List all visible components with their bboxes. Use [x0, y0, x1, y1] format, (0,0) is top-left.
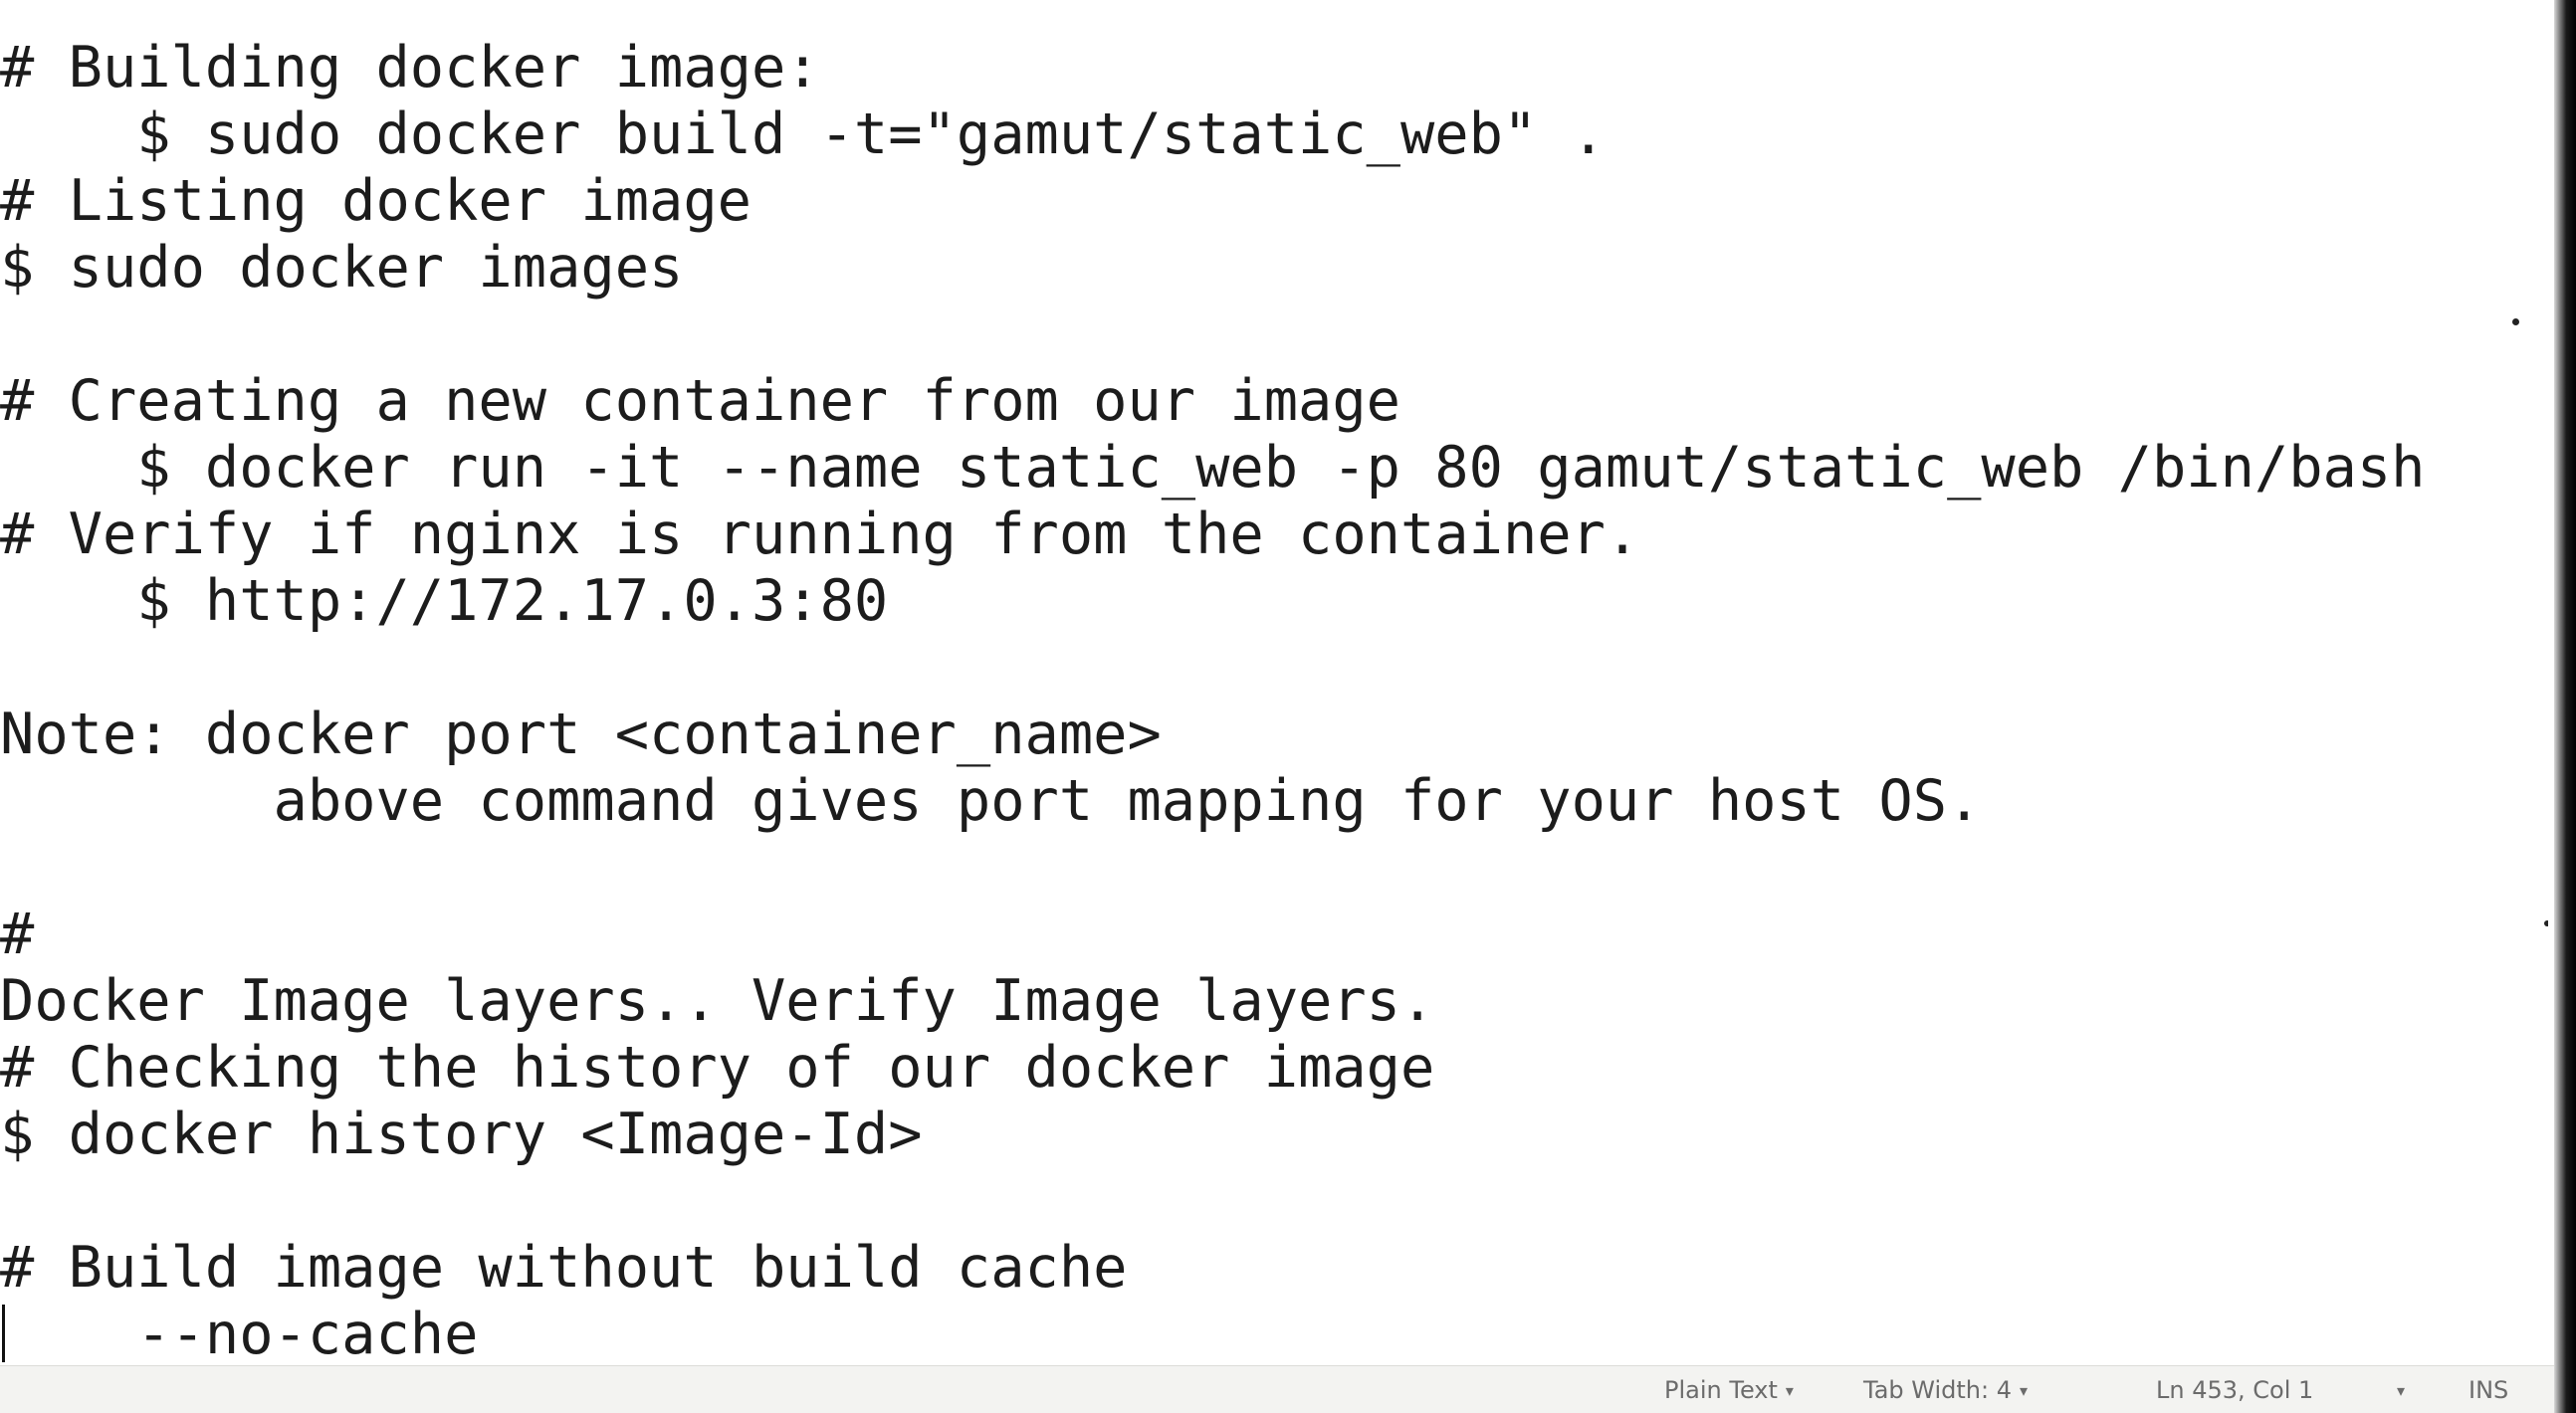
cursor-position: Ln 453, Col 1 [2156, 1376, 2314, 1404]
speck-dot [2512, 318, 2519, 325]
chevron-down-icon: ▾ [1785, 1381, 1794, 1400]
editor-line-7[interactable]: $ docker run -it --name static_web -p 80… [0, 435, 2426, 501]
editor-line-4[interactable]: $ sudo docker images [0, 235, 684, 301]
chevron-down-icon[interactable]: ▾ [2397, 1381, 2406, 1400]
editor-line-19[interactable]: # Build image without build cache [0, 1235, 1128, 1301]
editor-line-17[interactable]: $ docker history <Image-Id> [0, 1102, 923, 1167]
editor-line-11[interactable]: Note: docker port <container_name> [0, 702, 1162, 767]
editor-line-12[interactable]: above command gives port mapping for you… [0, 768, 1982, 834]
editor-line-6[interactable]: # Creating a new container from our imag… [0, 368, 1400, 434]
language-label: Plain Text [1664, 1376, 1778, 1404]
text-cursor [2, 1305, 5, 1362]
editor-line-16[interactable]: # Checking the history of our docker ima… [0, 1035, 1435, 1101]
tab-width-label: Tab Width: 4 [1863, 1376, 2012, 1404]
status-bar: Plain Text▾ Tab Width: 4▾ Ln 453, Col 1 … [0, 1365, 2554, 1413]
editor-line-15[interactable]: Docker Image layers.. Verify Image layer… [0, 968, 1435, 1034]
editor-line-1[interactable]: # Building docker image: [0, 35, 820, 101]
editor-line-2[interactable]: $ sudo docker build -t="gamut/static_web… [0, 101, 1606, 167]
window-edge [2554, 0, 2576, 1413]
speck-dot [2544, 920, 2548, 926]
language-selector[interactable]: Plain Text ▾ [1664, 1376, 1794, 1405]
editor-line-20[interactable]: --no-cache [0, 1302, 479, 1365]
editor-line-9[interactable]: $ http://172.17.0.3:80 [0, 568, 889, 634]
editor-line-14[interactable]: # [0, 902, 35, 967]
text-editor-area[interactable]: # Building docker image: $ sudo docker b… [0, 0, 2548, 1365]
editor-line-8[interactable]: # Verify if nginx is running from the co… [0, 502, 1640, 567]
tab-width-selector[interactable]: Tab Width: 4 ▾ [1863, 1376, 2028, 1405]
chevron-down-icon: ▾ [2019, 1381, 2028, 1400]
insert-mode-indicator[interactable]: INS [2469, 1376, 2509, 1404]
editor-line-3[interactable]: # Listing docker image [0, 168, 751, 234]
